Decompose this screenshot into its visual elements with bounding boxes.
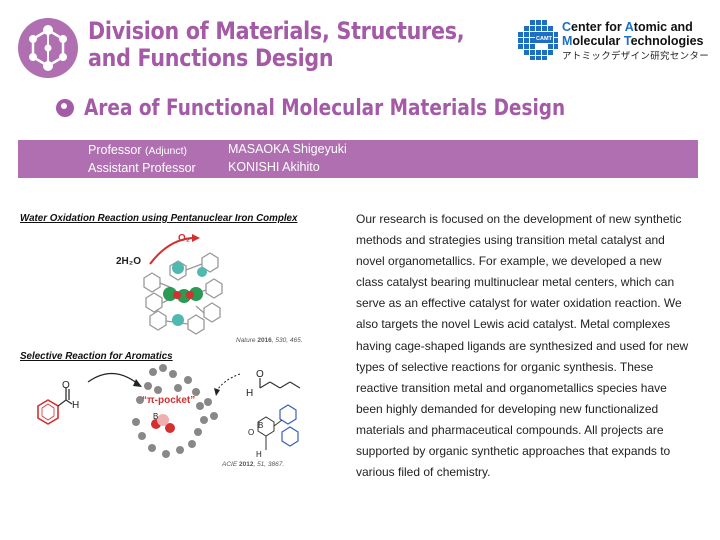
division-title: Division of Materials, Structures, and F… xyxy=(88,17,465,72)
label-2h2o: 2H₂O xyxy=(116,256,142,267)
center-name-text-4: echnologies xyxy=(630,34,704,48)
figure2-citation: ACIE 2012, 51, 3867. xyxy=(222,461,284,468)
center-name-cap-c: C xyxy=(562,20,572,34)
assistant-role: Assistant Professor xyxy=(88,161,196,175)
label-o2: O₂ xyxy=(178,233,191,244)
figure2-heading: Selective Reaction for Aromatics xyxy=(20,351,173,362)
label-o-aldehyde: O xyxy=(62,380,70,391)
figure2-citation-year: 2012 xyxy=(238,461,254,468)
camt-badge-text: CAMT xyxy=(536,36,553,42)
division-title-line1: Division of Materials, Structures, xyxy=(88,17,465,45)
division-logo xyxy=(18,18,78,78)
label-h-ketone: H xyxy=(246,388,254,399)
center-name-text-3: olecular xyxy=(572,34,624,48)
iron-complex-figure xyxy=(143,234,223,335)
label-h-aldehyde: H xyxy=(72,400,80,411)
figure1-citation-year: 2016 xyxy=(257,337,272,344)
assistant-name: KONISHI Akihito xyxy=(228,160,320,174)
figure1-citation-journal: Nature xyxy=(236,337,256,344)
center-name-text-2: tomic and xyxy=(633,20,693,34)
camt-logo-icon: CAMT xyxy=(518,20,558,60)
center-name-text-1: enter for xyxy=(571,20,625,34)
figure1-citation-rest: , 530, 465. xyxy=(271,337,303,344)
area-bullet-icon xyxy=(56,99,74,117)
figure1-heading: Water Oxidation Reaction using Pentanucl… xyxy=(20,213,298,224)
molecule-icon xyxy=(29,25,67,71)
staff-bar xyxy=(18,140,698,178)
center-name-cap-m: M xyxy=(562,34,573,48)
label-o-ketone: O xyxy=(256,369,264,380)
professor-role: Professor (Adjunct) xyxy=(88,142,187,160)
label-b: B xyxy=(153,412,159,421)
selective-reaction-figure xyxy=(37,364,301,458)
professor-name: MASAOKA Shigeyuki xyxy=(228,142,347,156)
label-h-product: H xyxy=(256,450,262,459)
center-name-cap-a: A xyxy=(624,20,634,34)
figure1-citation: Nature 2016, 530, 465. xyxy=(236,337,303,344)
center-name-japanese: アトミックデザイン研究センター xyxy=(562,51,710,62)
division-title-line2: and Functions Design xyxy=(88,44,334,72)
figure2-citation-journal: ACIE xyxy=(222,461,238,468)
center-name-cap-t: T xyxy=(623,34,631,48)
research-description: Our research is focused on the developme… xyxy=(356,212,689,480)
center-name: Center for Atomic and Molecular Technolo… xyxy=(562,20,704,48)
label-pi-pocket: “π-pocket” xyxy=(142,395,196,406)
professor-role-text: Professor xyxy=(88,143,142,157)
figure2-citation-rest: , 51, 3867. xyxy=(253,461,285,468)
area-title: Area of Functional Molecular Materials D… xyxy=(84,96,566,121)
label-b-product: B xyxy=(258,421,264,430)
label-o-product: O xyxy=(248,428,255,437)
professor-qualifier: (Adjunct) xyxy=(144,145,187,157)
